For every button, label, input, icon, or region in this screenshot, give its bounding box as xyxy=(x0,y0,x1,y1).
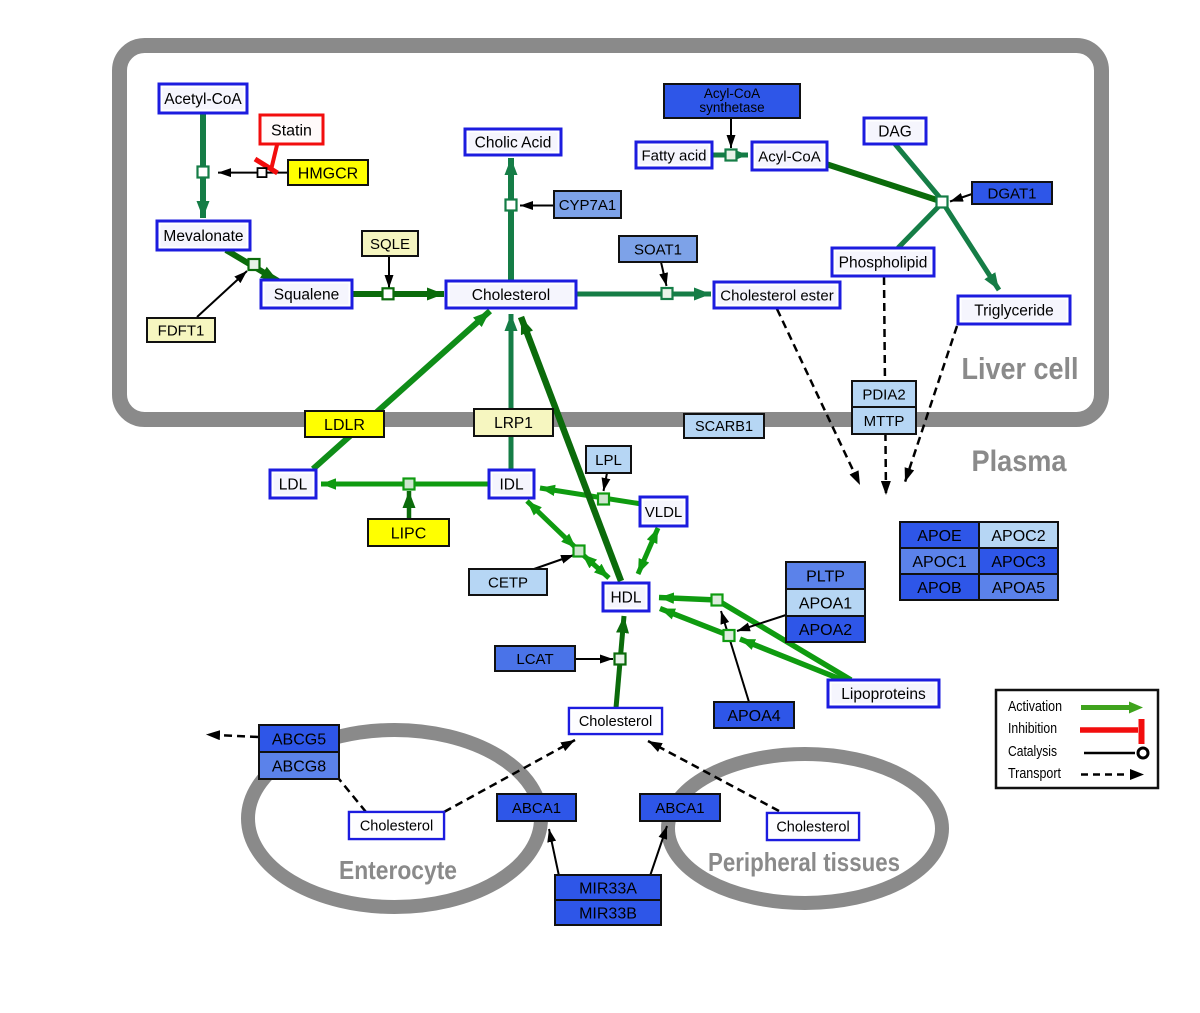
svg-text:APOC1: APOC1 xyxy=(912,554,966,571)
svg-text:FDFT1: FDFT1 xyxy=(158,322,205,339)
svg-text:SQLE: SQLE xyxy=(370,236,410,253)
svg-text:PLTP: PLTP xyxy=(806,568,845,585)
svg-text:PDIA2: PDIA2 xyxy=(862,386,905,403)
svg-text:Phospholipid: Phospholipid xyxy=(839,255,928,272)
svg-text:Squalene: Squalene xyxy=(274,287,340,304)
svg-text:Catalysis: Catalysis xyxy=(1008,744,1057,760)
svg-text:CETP: CETP xyxy=(488,574,528,591)
svg-text:Lipoproteins: Lipoproteins xyxy=(841,686,926,703)
svg-text:Activation: Activation xyxy=(1008,699,1062,715)
svg-text:MTTP: MTTP xyxy=(864,413,905,430)
svg-text:LDL: LDL xyxy=(279,477,308,494)
svg-text:LPL: LPL xyxy=(595,452,622,469)
svg-text:Fatty acid: Fatty acid xyxy=(641,147,706,164)
svg-text:synthetase: synthetase xyxy=(699,100,764,115)
svg-text:Triglyceride: Triglyceride xyxy=(974,303,1054,320)
svg-text:Acyl-CoA: Acyl-CoA xyxy=(758,148,821,165)
svg-text:DGAT1: DGAT1 xyxy=(988,185,1037,202)
svg-text:APOC3: APOC3 xyxy=(991,554,1045,571)
svg-text:IDL: IDL xyxy=(499,477,524,494)
svg-text:Transport: Transport xyxy=(1008,766,1061,782)
svg-text:APOE: APOE xyxy=(917,528,961,545)
svg-text:APOA5: APOA5 xyxy=(992,580,1045,597)
svg-text:CYP7A1: CYP7A1 xyxy=(559,197,617,214)
svg-text:APOA2: APOA2 xyxy=(799,622,852,639)
svg-text:APOC2: APOC2 xyxy=(991,528,1045,545)
svg-text:HDL: HDL xyxy=(610,590,641,607)
svg-text:Cholesterol: Cholesterol xyxy=(472,287,550,304)
svg-text:Cholesterol ester: Cholesterol ester xyxy=(720,287,833,304)
svg-text:MIR33B: MIR33B xyxy=(579,905,637,922)
svg-text:LIPC: LIPC xyxy=(391,525,427,542)
svg-text:LDLR: LDLR xyxy=(324,417,365,434)
svg-text:Mevalonate: Mevalonate xyxy=(163,228,243,245)
svg-text:Acetyl-CoA: Acetyl-CoA xyxy=(164,91,242,108)
svg-text:Statin: Statin xyxy=(271,122,312,139)
svg-text:Cholesterol: Cholesterol xyxy=(579,714,652,730)
svg-text:ABCA1: ABCA1 xyxy=(512,800,561,817)
svg-text:ABCG8: ABCG8 xyxy=(272,758,326,775)
svg-text:SOAT1: SOAT1 xyxy=(634,241,682,258)
svg-text:Peripheral tissues: Peripheral tissues xyxy=(708,847,900,877)
svg-text:DAG: DAG xyxy=(878,124,912,141)
svg-text:APOB: APOB xyxy=(917,580,961,597)
svg-text:ABCG5: ABCG5 xyxy=(272,731,326,748)
svg-text:Enterocyte: Enterocyte xyxy=(339,855,457,885)
svg-text:HMGCR: HMGCR xyxy=(298,165,358,182)
svg-text:LCAT: LCAT xyxy=(516,651,553,668)
svg-text:ABCA1: ABCA1 xyxy=(655,800,704,817)
svg-text:Plasma: Plasma xyxy=(972,445,1067,478)
svg-text:Cholesterol: Cholesterol xyxy=(360,819,433,835)
svg-text:LRP1: LRP1 xyxy=(494,415,533,432)
svg-text:Acyl-CoA: Acyl-CoA xyxy=(704,86,760,101)
svg-text:Cholesterol: Cholesterol xyxy=(776,820,849,836)
svg-text:Inhibition: Inhibition xyxy=(1008,721,1057,737)
svg-text:Liver cell: Liver cell xyxy=(962,351,1079,386)
svg-text:VLDL: VLDL xyxy=(645,504,683,521)
svg-text:SCARB1: SCARB1 xyxy=(695,419,753,435)
svg-text:APOA1: APOA1 xyxy=(799,595,852,612)
svg-text:MIR33A: MIR33A xyxy=(579,880,637,897)
svg-text:Cholic Acid: Cholic Acid xyxy=(475,135,552,152)
svg-text:APOA4: APOA4 xyxy=(727,708,780,725)
